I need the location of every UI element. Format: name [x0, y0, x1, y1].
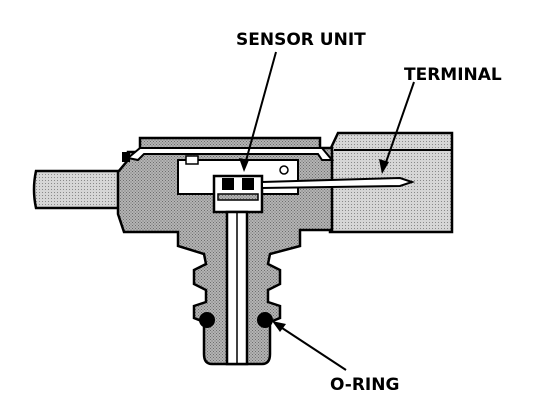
o-ring-right: [257, 312, 273, 328]
label-o-ring: O-RING: [330, 375, 399, 395]
terminal-leader: [383, 81, 415, 169]
top-cover: [125, 147, 335, 162]
o-ring-left: [199, 312, 215, 328]
left-tube: [32, 169, 122, 210]
label-sensor-unit: SENSOR UNIT: [236, 30, 366, 50]
o-ring-leader: [275, 323, 347, 371]
sensor-unit-leader: [243, 51, 277, 169]
terminal-pin: [261, 176, 416, 190]
label-terminal: TERMINAL: [404, 65, 502, 85]
